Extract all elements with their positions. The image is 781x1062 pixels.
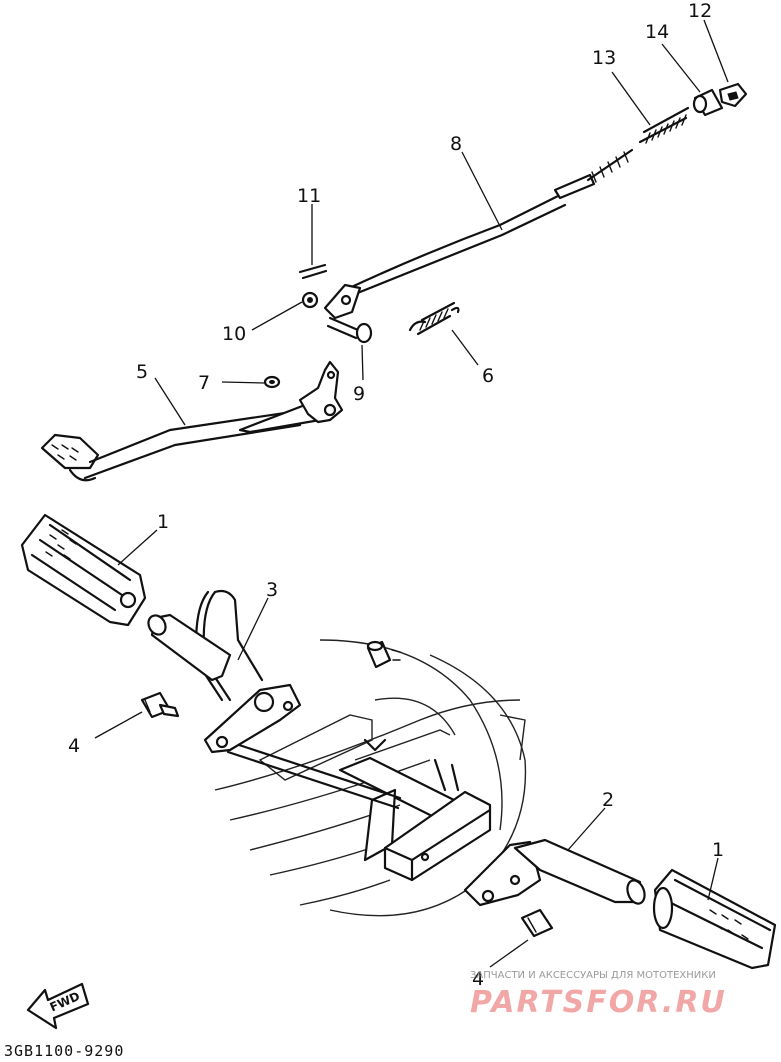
callout-1-right: 1 bbox=[712, 839, 724, 861]
callout-labels: 1 1 2 3 4 4 5 6 7 8 9 10 11 12 13 14 bbox=[68, 0, 724, 990]
brake-pedal-5 bbox=[40, 360, 344, 482]
callout-11: 11 bbox=[297, 185, 321, 207]
left-footrest-bracket-3 bbox=[147, 589, 302, 754]
footrest-1-right bbox=[652, 868, 777, 970]
leader-lines bbox=[94, 19, 729, 968]
nut-10 bbox=[301, 291, 319, 309]
right-footrest-bracket-2 bbox=[463, 838, 646, 907]
watermark-tagline: ЗАПЧАСТИ И АКСЕССУАРЫ ДЛЯ МОТОТЕХНИКИ bbox=[470, 970, 716, 981]
bolt-4-lower bbox=[520, 908, 554, 938]
callout-4-upper: 4 bbox=[68, 735, 80, 757]
callout-10: 10 bbox=[222, 323, 246, 345]
brake-rod-8 bbox=[323, 148, 634, 320]
callout-13: 13 bbox=[592, 47, 616, 69]
footrest-bracket bbox=[363, 738, 492, 882]
callout-7: 7 bbox=[198, 372, 210, 394]
callout-5: 5 bbox=[136, 361, 148, 383]
cotter-pin-11 bbox=[298, 263, 328, 280]
watermark-brand: PARTSFOR.RU bbox=[470, 985, 727, 1020]
callout-1-left: 1 bbox=[157, 511, 169, 533]
joint-14 bbox=[692, 88, 724, 117]
forward-arrow: FWD bbox=[26, 982, 90, 1030]
callout-3: 3 bbox=[266, 579, 278, 601]
callout-4-lower: 4 bbox=[472, 968, 484, 990]
spring-13 bbox=[638, 106, 690, 144]
footrest-1-left bbox=[20, 513, 147, 627]
adjusting-nut-12 bbox=[718, 82, 748, 108]
diagram-code: 3GB1100-9290 bbox=[4, 1042, 124, 1060]
callout-2: 2 bbox=[602, 789, 614, 811]
washer-7 bbox=[263, 375, 281, 389]
callout-6: 6 bbox=[482, 365, 494, 387]
callout-14: 14 bbox=[645, 21, 669, 43]
pin-9 bbox=[326, 316, 373, 344]
frame-plug bbox=[366, 640, 401, 669]
callout-8: 8 bbox=[450, 133, 462, 155]
callout-12: 12 bbox=[688, 0, 712, 22]
watermark: ЗАПЧАСТИ И АКСЕССУАРЫ ДЛЯ МОТОТЕХНИКИ PA… bbox=[470, 970, 727, 1020]
spring-6 bbox=[408, 301, 460, 336]
bolt-4-upper bbox=[140, 691, 180, 719]
callout-9: 9 bbox=[353, 383, 365, 405]
